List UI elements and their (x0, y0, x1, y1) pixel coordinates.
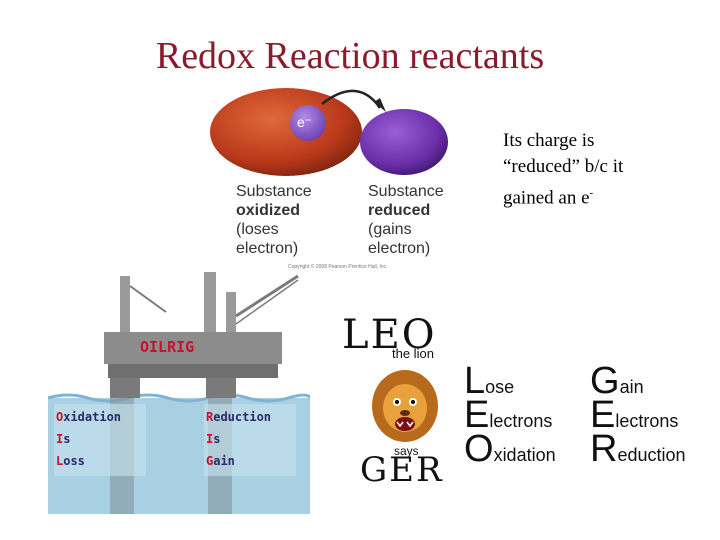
mnemonic-rest: s (213, 432, 221, 446)
ger-initial: E (590, 394, 616, 436)
oxidized-substance (210, 88, 362, 176)
note-line3: gained an e- (503, 180, 703, 211)
mnemonic-initial: G (206, 454, 214, 468)
ger-heading: GER (360, 450, 444, 490)
leo-heading: LEO (342, 312, 437, 358)
oxidized-label-line4: electron) (236, 240, 299, 257)
redox-figure: e⁻ Substance oxidized (loses electron) S… (208, 82, 456, 274)
ger-initial: G (590, 360, 620, 402)
electron (290, 105, 326, 141)
reduced-substance (360, 109, 448, 175)
slide-title: Redox Reaction reactants (155, 35, 545, 77)
mnemonic-row: Gain (206, 450, 271, 472)
ger-row: Reduction (590, 430, 686, 468)
ger-initial: R (590, 428, 618, 470)
reduction-is-gain: Reduction Is Gain (206, 406, 271, 472)
reduced-label: Substance reduced (gains electron) (368, 182, 444, 258)
reduction-note: Its charge is “reduced” b/c it gained an… (503, 128, 703, 211)
oxidized-label-line3: (loses (236, 221, 279, 238)
reduced-label-line3: (gains (368, 221, 412, 238)
mnemonic-initial: O (56, 410, 64, 424)
ger-column: Gain Electrons Reduction (590, 362, 686, 468)
says-text: says (394, 444, 419, 458)
reduced-label-line2: reduced (368, 202, 431, 219)
leo-ger-mnemonic: LEO the lion says GER Lose Electrons Oxi… (340, 300, 710, 515)
mnemonic-row: Reduction (206, 406, 271, 428)
leo-initial: O (464, 428, 494, 470)
leo-initial: L (464, 360, 486, 402)
leo-rest: lectrons (489, 411, 553, 431)
electron-label: e⁻ (297, 114, 313, 130)
oilrig-illustration: OILRIG Oxidation Is Loss Reduction Is Ga… (48, 272, 310, 514)
mnemonic-initial: I (56, 432, 64, 446)
note-line1: Its charge is (503, 130, 595, 151)
mnemonic-initial: I (206, 432, 214, 446)
leo-rest: xidation (493, 445, 556, 465)
rig-platform (104, 332, 282, 364)
lion-icon (372, 370, 438, 442)
mnemonic-rest: oss (63, 454, 85, 468)
mnemonic-rest: ain (213, 454, 235, 468)
mnemonic-row: Oxidation (56, 406, 121, 428)
leo-row: Oxidation (464, 430, 556, 468)
leo-row: Lose (464, 362, 556, 400)
note-line2: “reduced” b/c it (503, 156, 624, 177)
mnemonic-rest: eduction (213, 410, 272, 424)
oxidized-label-line2: oxidized (236, 202, 301, 219)
leo-column: Lose Electrons Oxidation (464, 362, 556, 468)
mnemonic-initial: R (206, 410, 214, 424)
note-line3-text: gained an e (503, 187, 590, 209)
oilrig-label: OILRIG (140, 338, 195, 356)
ger-rest: ain (619, 377, 644, 397)
mnemonic-row: Loss (56, 450, 121, 472)
oxidized-label-line1: Substance (236, 183, 312, 200)
ger-row: Gain (590, 362, 686, 400)
ger-rest: eduction (617, 445, 686, 465)
mnemonic-row: Is (206, 428, 271, 450)
leo-row: Electrons (464, 396, 556, 434)
leo-rest: ose (485, 377, 515, 397)
copyright-text: Copyright © 2008 Pearson Prentice Hall, … (288, 264, 388, 270)
reduced-label-line4: electron) (368, 240, 431, 257)
ger-row: Electrons (590, 396, 686, 434)
mnemonic-initial: L (56, 454, 64, 468)
note-superscript: - (589, 187, 594, 199)
redox-diagram (210, 88, 448, 176)
oxidation-is-loss: Oxidation Is Loss (56, 406, 121, 472)
mnemonic-rest: s (63, 432, 71, 446)
oilrig-drawing (48, 272, 310, 514)
mnemonic-rest: xidation (63, 410, 122, 424)
reduced-label-line1: Substance (368, 183, 444, 200)
mnemonic-row: Is (56, 428, 121, 450)
ger-rest: lectrons (615, 411, 679, 431)
oxidized-label: Substance oxidized (loses electron) (236, 182, 312, 258)
the-lion-text: the lion (392, 346, 434, 361)
leo-initial: E (464, 394, 490, 436)
